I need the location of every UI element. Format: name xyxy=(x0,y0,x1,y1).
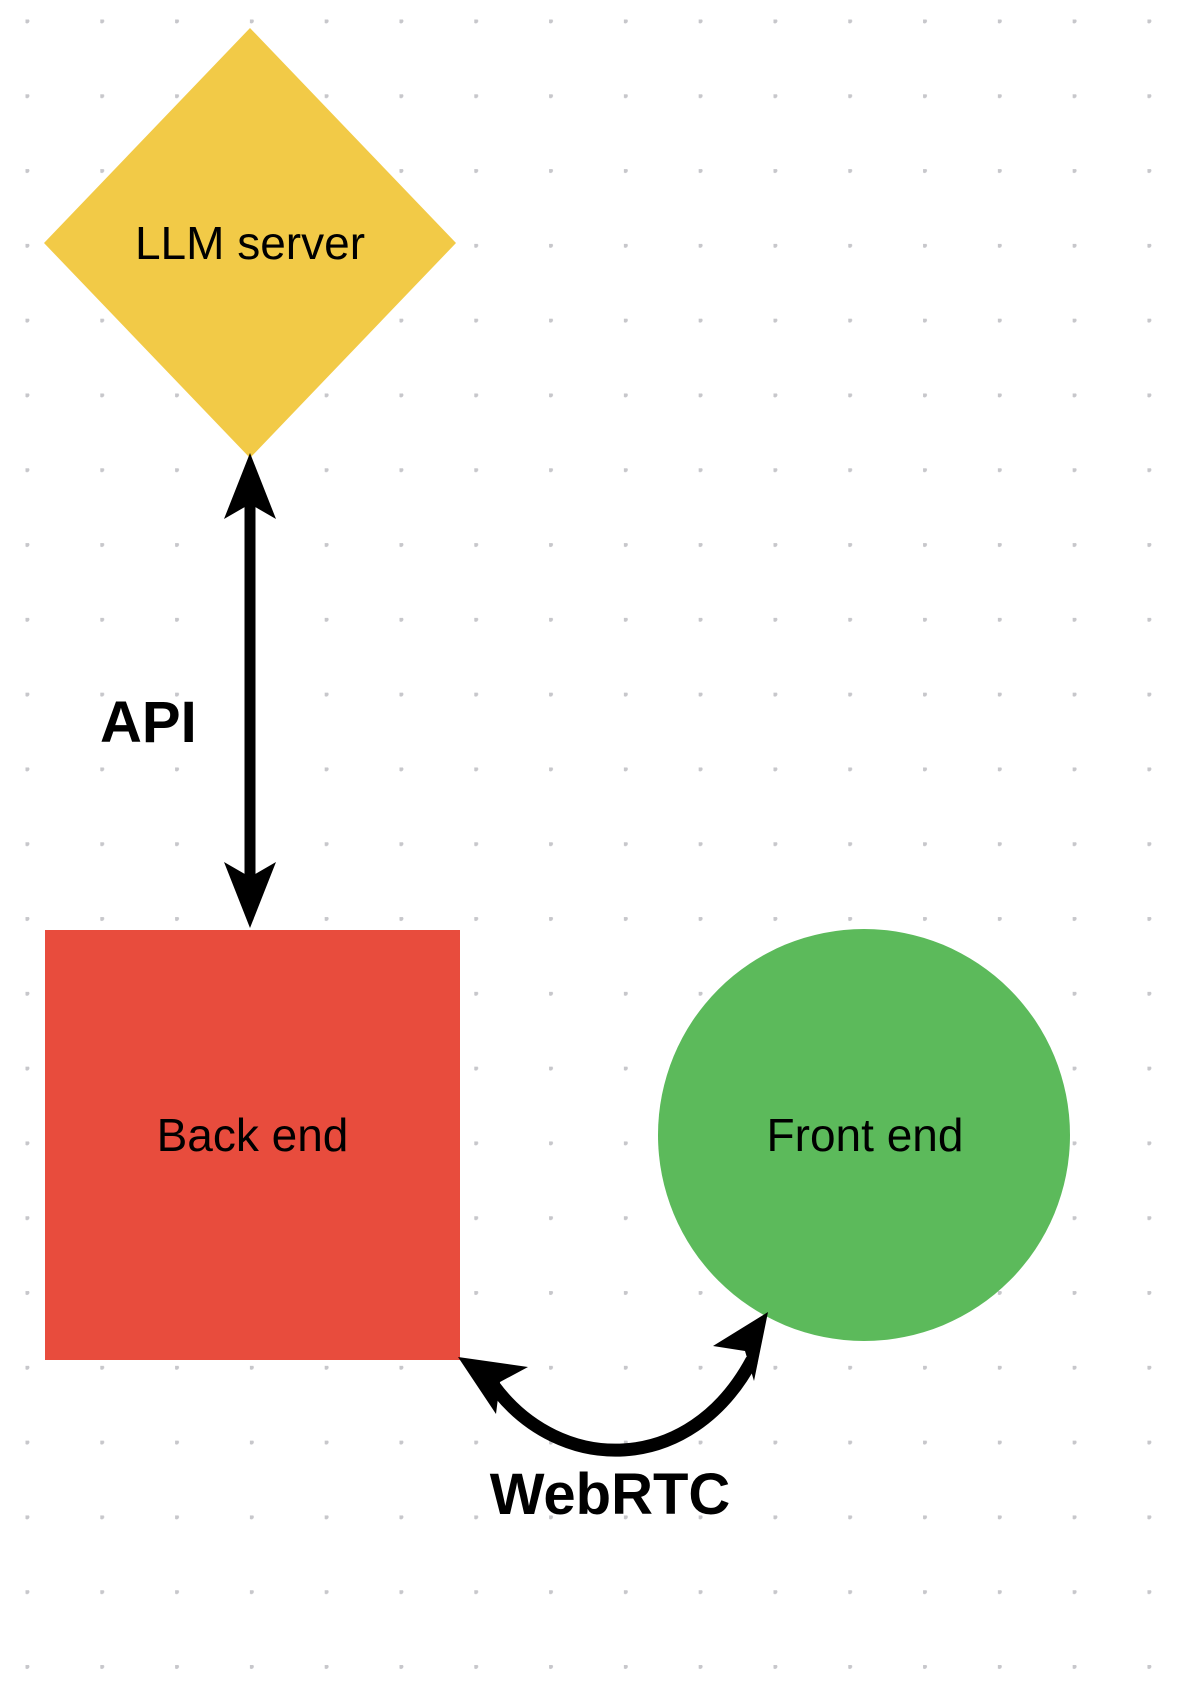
edge-api[interactable] xyxy=(224,453,276,928)
edge-api-arrowhead-bottom xyxy=(224,862,276,928)
node-llm-server-shape[interactable] xyxy=(44,28,456,458)
node-front-end-shape[interactable] xyxy=(658,929,1070,1341)
edge-webrtc[interactable] xyxy=(458,1312,768,1457)
edge-api-label: API xyxy=(100,690,197,755)
edge-webrtc-arrowhead-right xyxy=(713,1312,768,1381)
edge-api-arrowhead-top xyxy=(224,453,276,519)
edge-webrtc-line xyxy=(488,1356,758,1457)
node-back-end-shape[interactable] xyxy=(45,930,460,1360)
edge-webrtc-arrowhead-left xyxy=(458,1357,528,1414)
edge-webrtc-label: WebRTC xyxy=(489,1462,731,1527)
